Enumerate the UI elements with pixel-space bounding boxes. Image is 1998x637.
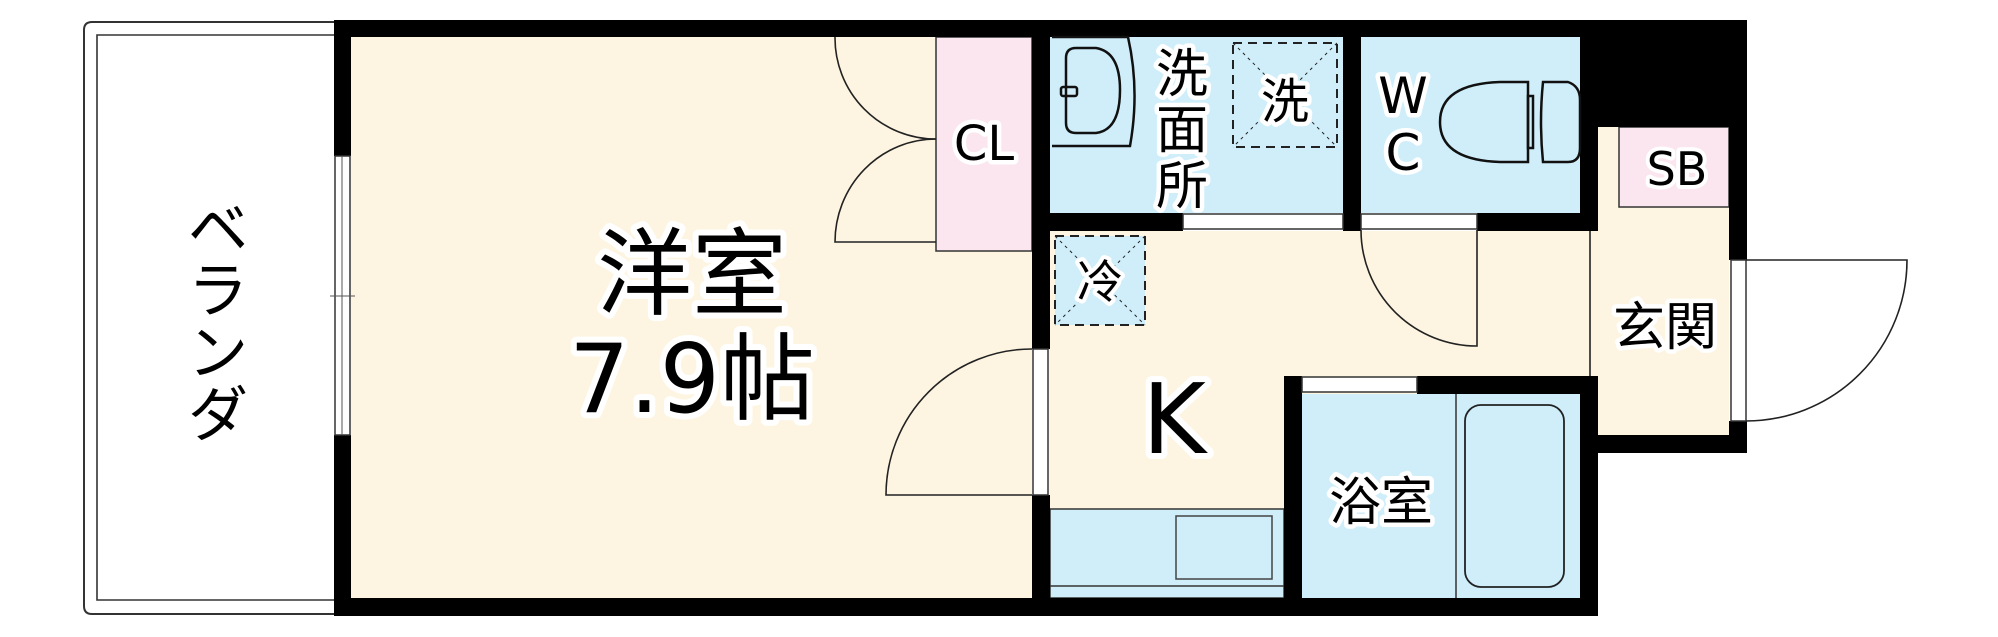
closet-door-lower (834, 138, 937, 243)
veranda (83, 21, 334, 615)
western-room-size: 7.9帖 (569, 325, 815, 435)
closet-label: CL (954, 116, 1015, 172)
walls (334, 20, 1747, 616)
entrance-label: 玄関 (1613, 298, 1717, 358)
veranda-label: ベ ラ ン ダ (188, 195, 248, 451)
svg-text:ベ: ベ (188, 195, 248, 265)
kitchen-counter (1049, 508, 1285, 599)
closet-door-upper (834, 36, 937, 140)
fridge-space (1054, 235, 1146, 326)
toilet-label: W C (1374, 63, 1432, 187)
svg-text:所: 所 (1156, 157, 1208, 217)
room-door (885, 348, 1033, 496)
laundry-label: 洗 (1261, 74, 1309, 130)
svg-text:ラ: ラ (188, 257, 248, 327)
toilet-floor (1361, 37, 1581, 213)
kitchen-sink (1175, 515, 1273, 580)
fridge-label: 冷 (1077, 255, 1123, 309)
toilet-icon (1438, 80, 1582, 164)
svg-text:C: C (1386, 124, 1421, 182)
washroom-door-slot (1182, 213, 1344, 230)
laundry-space (1232, 42, 1338, 148)
svg-text:面: 面 (1156, 101, 1208, 161)
svg-text:洗: 洗 (1156, 45, 1208, 105)
bath-door-slot (1301, 376, 1418, 393)
door-swings (834, 36, 1908, 496)
entrance-door (1745, 259, 1908, 422)
svg-text:W: W (1378, 67, 1427, 125)
bathtub-icon (1455, 394, 1565, 598)
entrance-door-slot (1730, 259, 1747, 422)
shoe-box (1618, 126, 1730, 208)
western-room-floor (351, 37, 1032, 598)
svg-text:ン: ン (188, 319, 248, 389)
toilet-door-slot (1360, 213, 1478, 230)
western-room-label: 洋室 (597, 220, 787, 330)
washroom-label: 洗 面 所 (1151, 41, 1212, 222)
svg-text:ダ: ダ (188, 381, 248, 451)
bathroom-label: 浴室 (1329, 473, 1433, 533)
washbasin-icon (1052, 35, 1136, 148)
room-door-slot (1032, 348, 1049, 496)
openings (334, 155, 1747, 496)
shoe-box-label: SB (1647, 142, 1708, 196)
toilet-door (1360, 229, 1478, 347)
kitchen-label: K (1142, 363, 1208, 476)
